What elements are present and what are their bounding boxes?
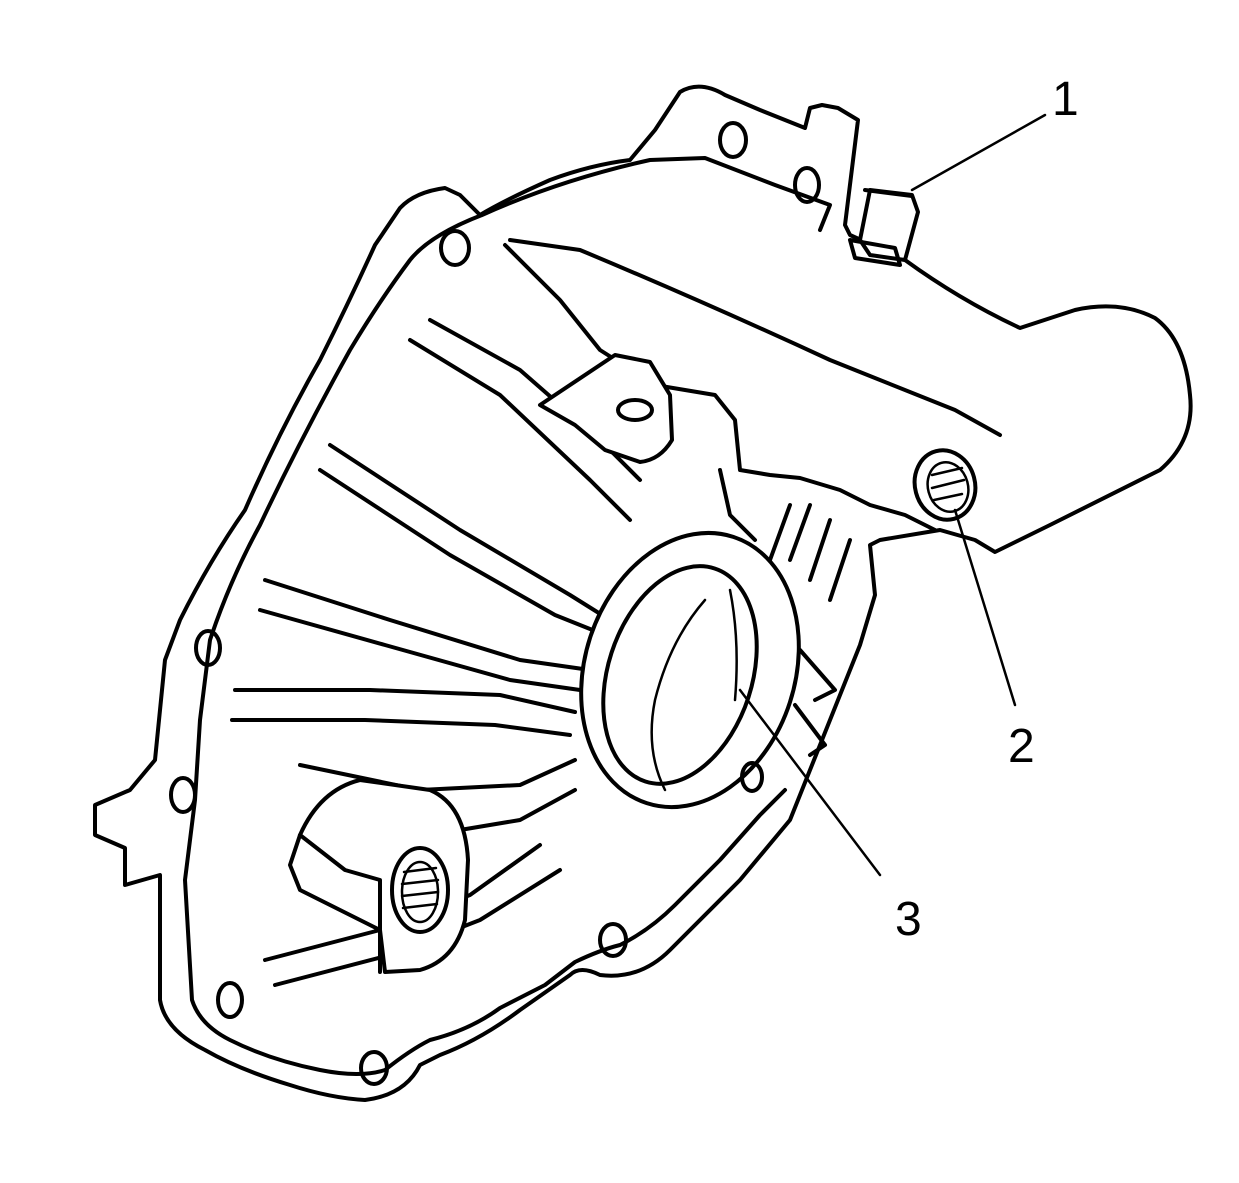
fill-plug	[858, 188, 920, 262]
bearing-bore-depth	[650, 588, 738, 792]
bottom-boss-thread-lines	[400, 866, 440, 910]
inner-cavity-wall	[503, 243, 937, 542]
callout-3-leader	[738, 688, 882, 877]
bottom-boss-thread-outer	[390, 846, 450, 934]
top-mounting-tab	[538, 353, 674, 464]
side-port-thread-lines	[930, 466, 966, 502]
top-rib-line	[508, 238, 1002, 437]
flange-bolt-hole	[216, 981, 244, 1019]
top-tab-bolt-hole	[616, 398, 654, 422]
callout-1-leader	[910, 113, 1047, 192]
flange-bolt-hole	[740, 761, 764, 793]
flange-bolt-hole	[718, 121, 748, 159]
flange-bolt-hole	[194, 629, 222, 667]
housing-inner-rim	[183, 156, 832, 1076]
callout-2-leader	[953, 508, 1017, 707]
flange-bolt-hole	[169, 776, 197, 814]
callout-1-label: 1	[1052, 73, 1079, 126]
bottom-threaded-boss	[288, 778, 470, 974]
rib-5	[298, 758, 577, 832]
rib-4	[230, 688, 577, 737]
flange-bolt-hole	[598, 922, 628, 958]
fill-plug-washer	[848, 188, 914, 267]
callout-3-label: 3	[895, 893, 922, 946]
bottom-boss-outline	[298, 833, 382, 974]
flange-bolt-hole	[793, 166, 821, 204]
flange-bolt-hole	[359, 1050, 389, 1086]
flange-bolt-hole	[439, 229, 471, 267]
rib-3	[258, 578, 592, 692]
bearing-bore-inner	[601, 564, 759, 786]
cooling-fins	[768, 503, 852, 757]
callout-2-label: 2	[1008, 720, 1035, 773]
rib-2	[318, 443, 612, 637]
